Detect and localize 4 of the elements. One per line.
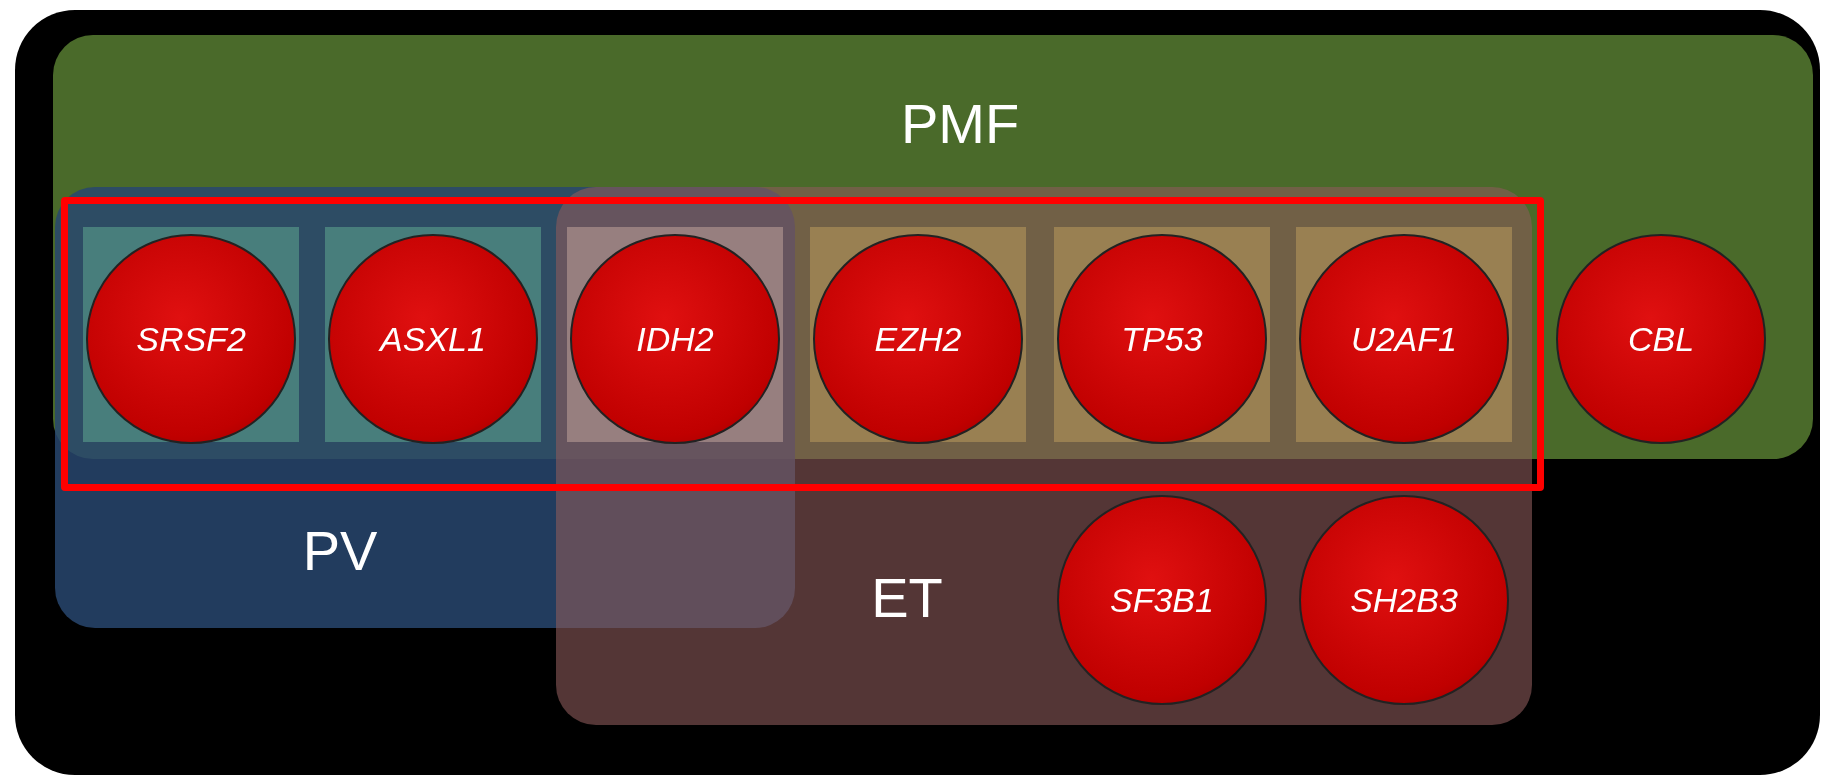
region-label: PV bbox=[302, 517, 378, 583]
gene-circle: CBL bbox=[1556, 234, 1766, 444]
region-label: PMF bbox=[900, 90, 1020, 156]
region-label: ET bbox=[871, 564, 943, 630]
